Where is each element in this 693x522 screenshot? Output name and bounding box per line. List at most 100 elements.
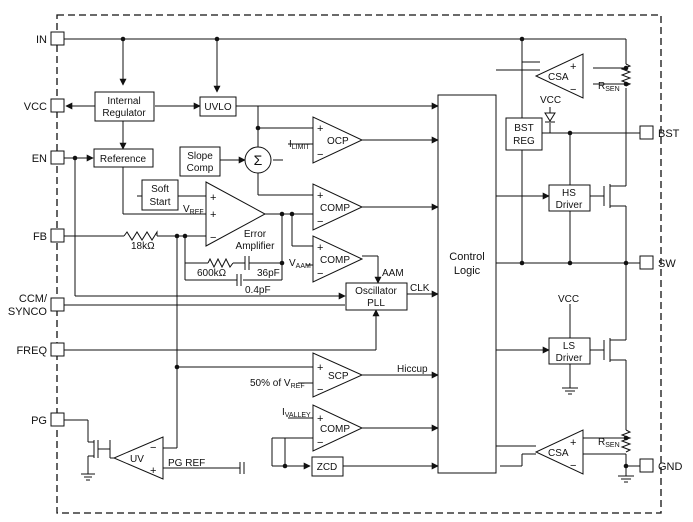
svg-text:Logic: Logic [454, 265, 481, 277]
svg-text:+: + [570, 437, 576, 449]
clk-label: CLK [410, 283, 430, 294]
svg-text:Regulator: Regulator [102, 108, 146, 119]
pin-en-label: EN [32, 153, 47, 165]
oscillator-pll-block: Oscillator PLL [345, 282, 408, 311]
svg-text:OCP: OCP [327, 136, 349, 147]
rsen-top-label: RSEN [598, 81, 620, 93]
svg-text:SCP: SCP [328, 371, 349, 382]
low-side-fet [603, 336, 627, 364]
pin-ccm-synco: CCM/ SYNCO [8, 293, 65, 318]
pin-synco-label: SYNCO [8, 306, 48, 318]
pin-gnd: GND [639, 458, 683, 473]
v-ref-label: VREF [183, 204, 204, 216]
svg-text:Slope: Slope [187, 151, 213, 162]
pin-ccm-label: CCM/ [19, 293, 48, 305]
uvlo-block: UVLO [199, 96, 237, 117]
svg-text:−: − [317, 216, 323, 228]
svg-text:BST: BST [514, 123, 533, 134]
scp-comparator: + − SCP [312, 352, 364, 398]
soft-start-block: Soft Start [141, 179, 179, 211]
svg-text:REG: REG [513, 136, 535, 147]
internal-regulator-block: Internal Regulator [94, 91, 155, 122]
i-valley-label: IVALLEY [282, 407, 311, 419]
svg-text:Comp: Comp [187, 163, 214, 174]
svg-text:Driver: Driver [556, 353, 583, 364]
svg-text:LS: LS [563, 341, 576, 352]
svg-text:Error: Error [244, 229, 267, 240]
svg-text:Start: Start [149, 197, 170, 208]
svg-text:+: + [317, 413, 323, 425]
fb-resistor [123, 230, 158, 241]
pin-sw-label: SW [658, 258, 676, 270]
svg-text:UVLO: UVLO [204, 102, 231, 113]
ls-driver-block: LS Driver [548, 337, 591, 365]
svg-text:+: + [150, 465, 156, 477]
i-limit-label: ILIMIT [289, 139, 310, 151]
svg-text:−: − [317, 149, 323, 161]
r-18k-label: 18kΩ [131, 241, 155, 252]
svg-text:−: − [570, 460, 576, 472]
svg-text:Amplifier: Amplifier [236, 241, 276, 252]
comp-capacitor-04p [236, 274, 242, 286]
uv-comparator: − + UV [112, 436, 164, 480]
svg-text:−: − [317, 268, 323, 280]
pg-ref-label: PG REF [168, 458, 205, 469]
control-logic-block: Control Logic [437, 94, 497, 474]
pin-freq: FREQ [16, 342, 65, 357]
svg-text:Control: Control [449, 251, 484, 263]
svg-text:COMP: COMP [320, 255, 350, 266]
svg-text:−: − [317, 384, 323, 396]
svg-text:−: − [150, 442, 156, 454]
hs-driver-block: HS Driver [548, 184, 591, 212]
rsen-bottom-label: RSEN [598, 437, 620, 449]
svg-text:ZCD: ZCD [317, 462, 338, 473]
summer-block: Σ [244, 146, 272, 174]
pin-vcc: VCC [24, 98, 65, 113]
svg-text:HS: HS [562, 188, 576, 199]
svg-text:Internal: Internal [107, 96, 140, 107]
svg-text:+: + [570, 61, 576, 73]
aam-label: AAM [382, 268, 404, 279]
slope-comp-block: Slope Comp [179, 146, 221, 177]
c-36p-label: 36pF [257, 268, 280, 279]
pin-en: EN [32, 150, 65, 165]
pwm-comparator: + − COMP [312, 183, 364, 231]
bst-diode [544, 112, 556, 123]
reference-block: Reference [93, 148, 154, 168]
error-amplifier: + + − Error Amplifier [205, 181, 276, 252]
rsen-bottom-resistor [620, 429, 632, 453]
pin-pg: PG [31, 412, 65, 427]
scp-ref-label: 50% of VREF [250, 378, 305, 390]
ground-ls [562, 387, 578, 395]
svg-text:+: + [317, 190, 323, 202]
svg-text:Driver: Driver [556, 200, 583, 211]
svg-text:−: − [570, 84, 576, 96]
r-600k-label: 600kΩ [197, 268, 227, 279]
aam-comparator: + − COMP [312, 235, 364, 283]
svg-text:COMP: COMP [320, 424, 350, 435]
chip-boundary [56, 14, 662, 514]
pin-sw: SW [639, 255, 676, 270]
csa-top: + − CSA [534, 53, 584, 99]
c-04p-label: 0.4pF [245, 285, 271, 296]
svg-text:UV: UV [130, 454, 144, 465]
svg-text:+: + [210, 209, 216, 221]
comp-resistor [207, 257, 234, 269]
svg-text:Reference: Reference [100, 154, 147, 165]
csa-bottom: + − CSA [534, 429, 584, 475]
svg-text:−: − [317, 437, 323, 449]
svg-text:Oscillator: Oscillator [355, 286, 397, 297]
valley-comparator: + − COMP [312, 404, 364, 452]
pin-fb-label: FB [33, 231, 47, 243]
ground-main [618, 475, 634, 483]
pin-bst: BST [639, 125, 680, 140]
pg-ref-capacitor [239, 462, 245, 474]
pin-gnd-label: GND [658, 461, 683, 473]
hiccup-label: Hiccup [397, 364, 428, 375]
bst-reg-block: BST REG [505, 117, 543, 151]
svg-text:Soft: Soft [151, 184, 169, 195]
svg-text:CSA: CSA [548, 448, 569, 459]
high-side-fet [603, 182, 627, 210]
svg-text:CSA: CSA [548, 72, 569, 83]
svg-text:+: + [317, 123, 323, 135]
